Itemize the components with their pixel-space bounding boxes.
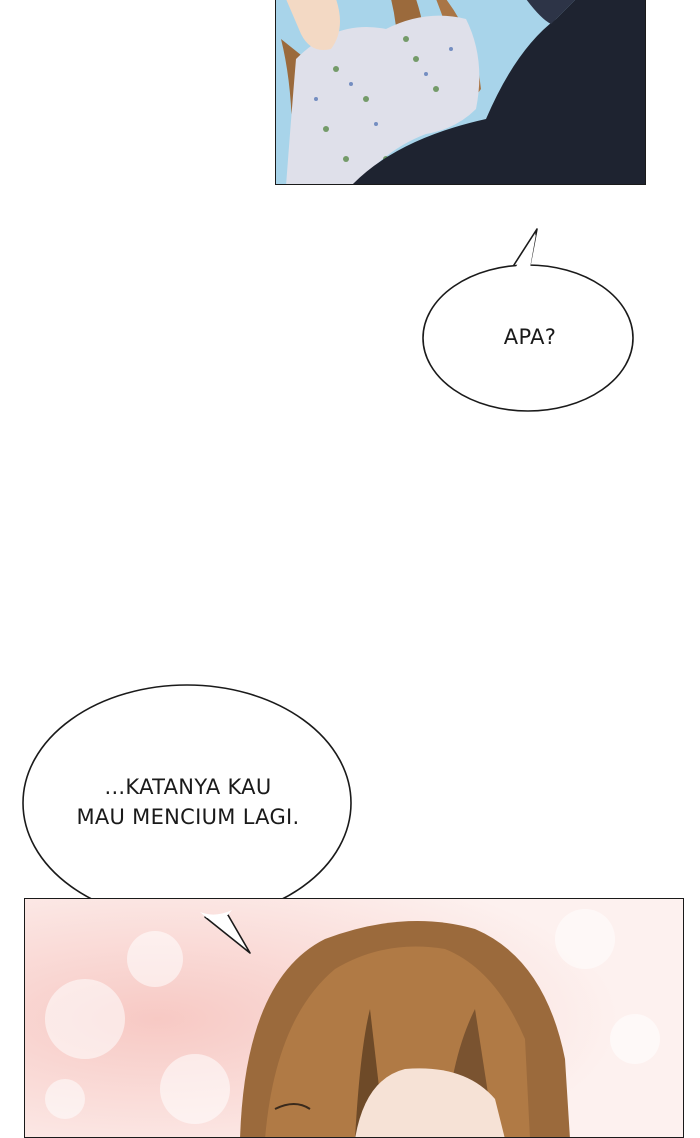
bottom-panel-art xyxy=(25,899,683,1137)
bubble-line: MAU MENCIUM LAGI. xyxy=(76,805,300,829)
speech-bubble-apa xyxy=(422,228,634,412)
speech-bubble-katanya-text: ...KATANYA KAU MAU MENCIUM LAGI. xyxy=(30,772,346,832)
top-panel-art xyxy=(276,0,645,184)
top-comic-panel xyxy=(275,0,646,185)
bubble-line: APA? xyxy=(503,325,557,349)
bubble-line: ...KATANYA KAU xyxy=(104,775,272,799)
bottom-comic-panel xyxy=(24,898,684,1138)
speech-bubble-apa-text: APA? xyxy=(430,322,630,352)
